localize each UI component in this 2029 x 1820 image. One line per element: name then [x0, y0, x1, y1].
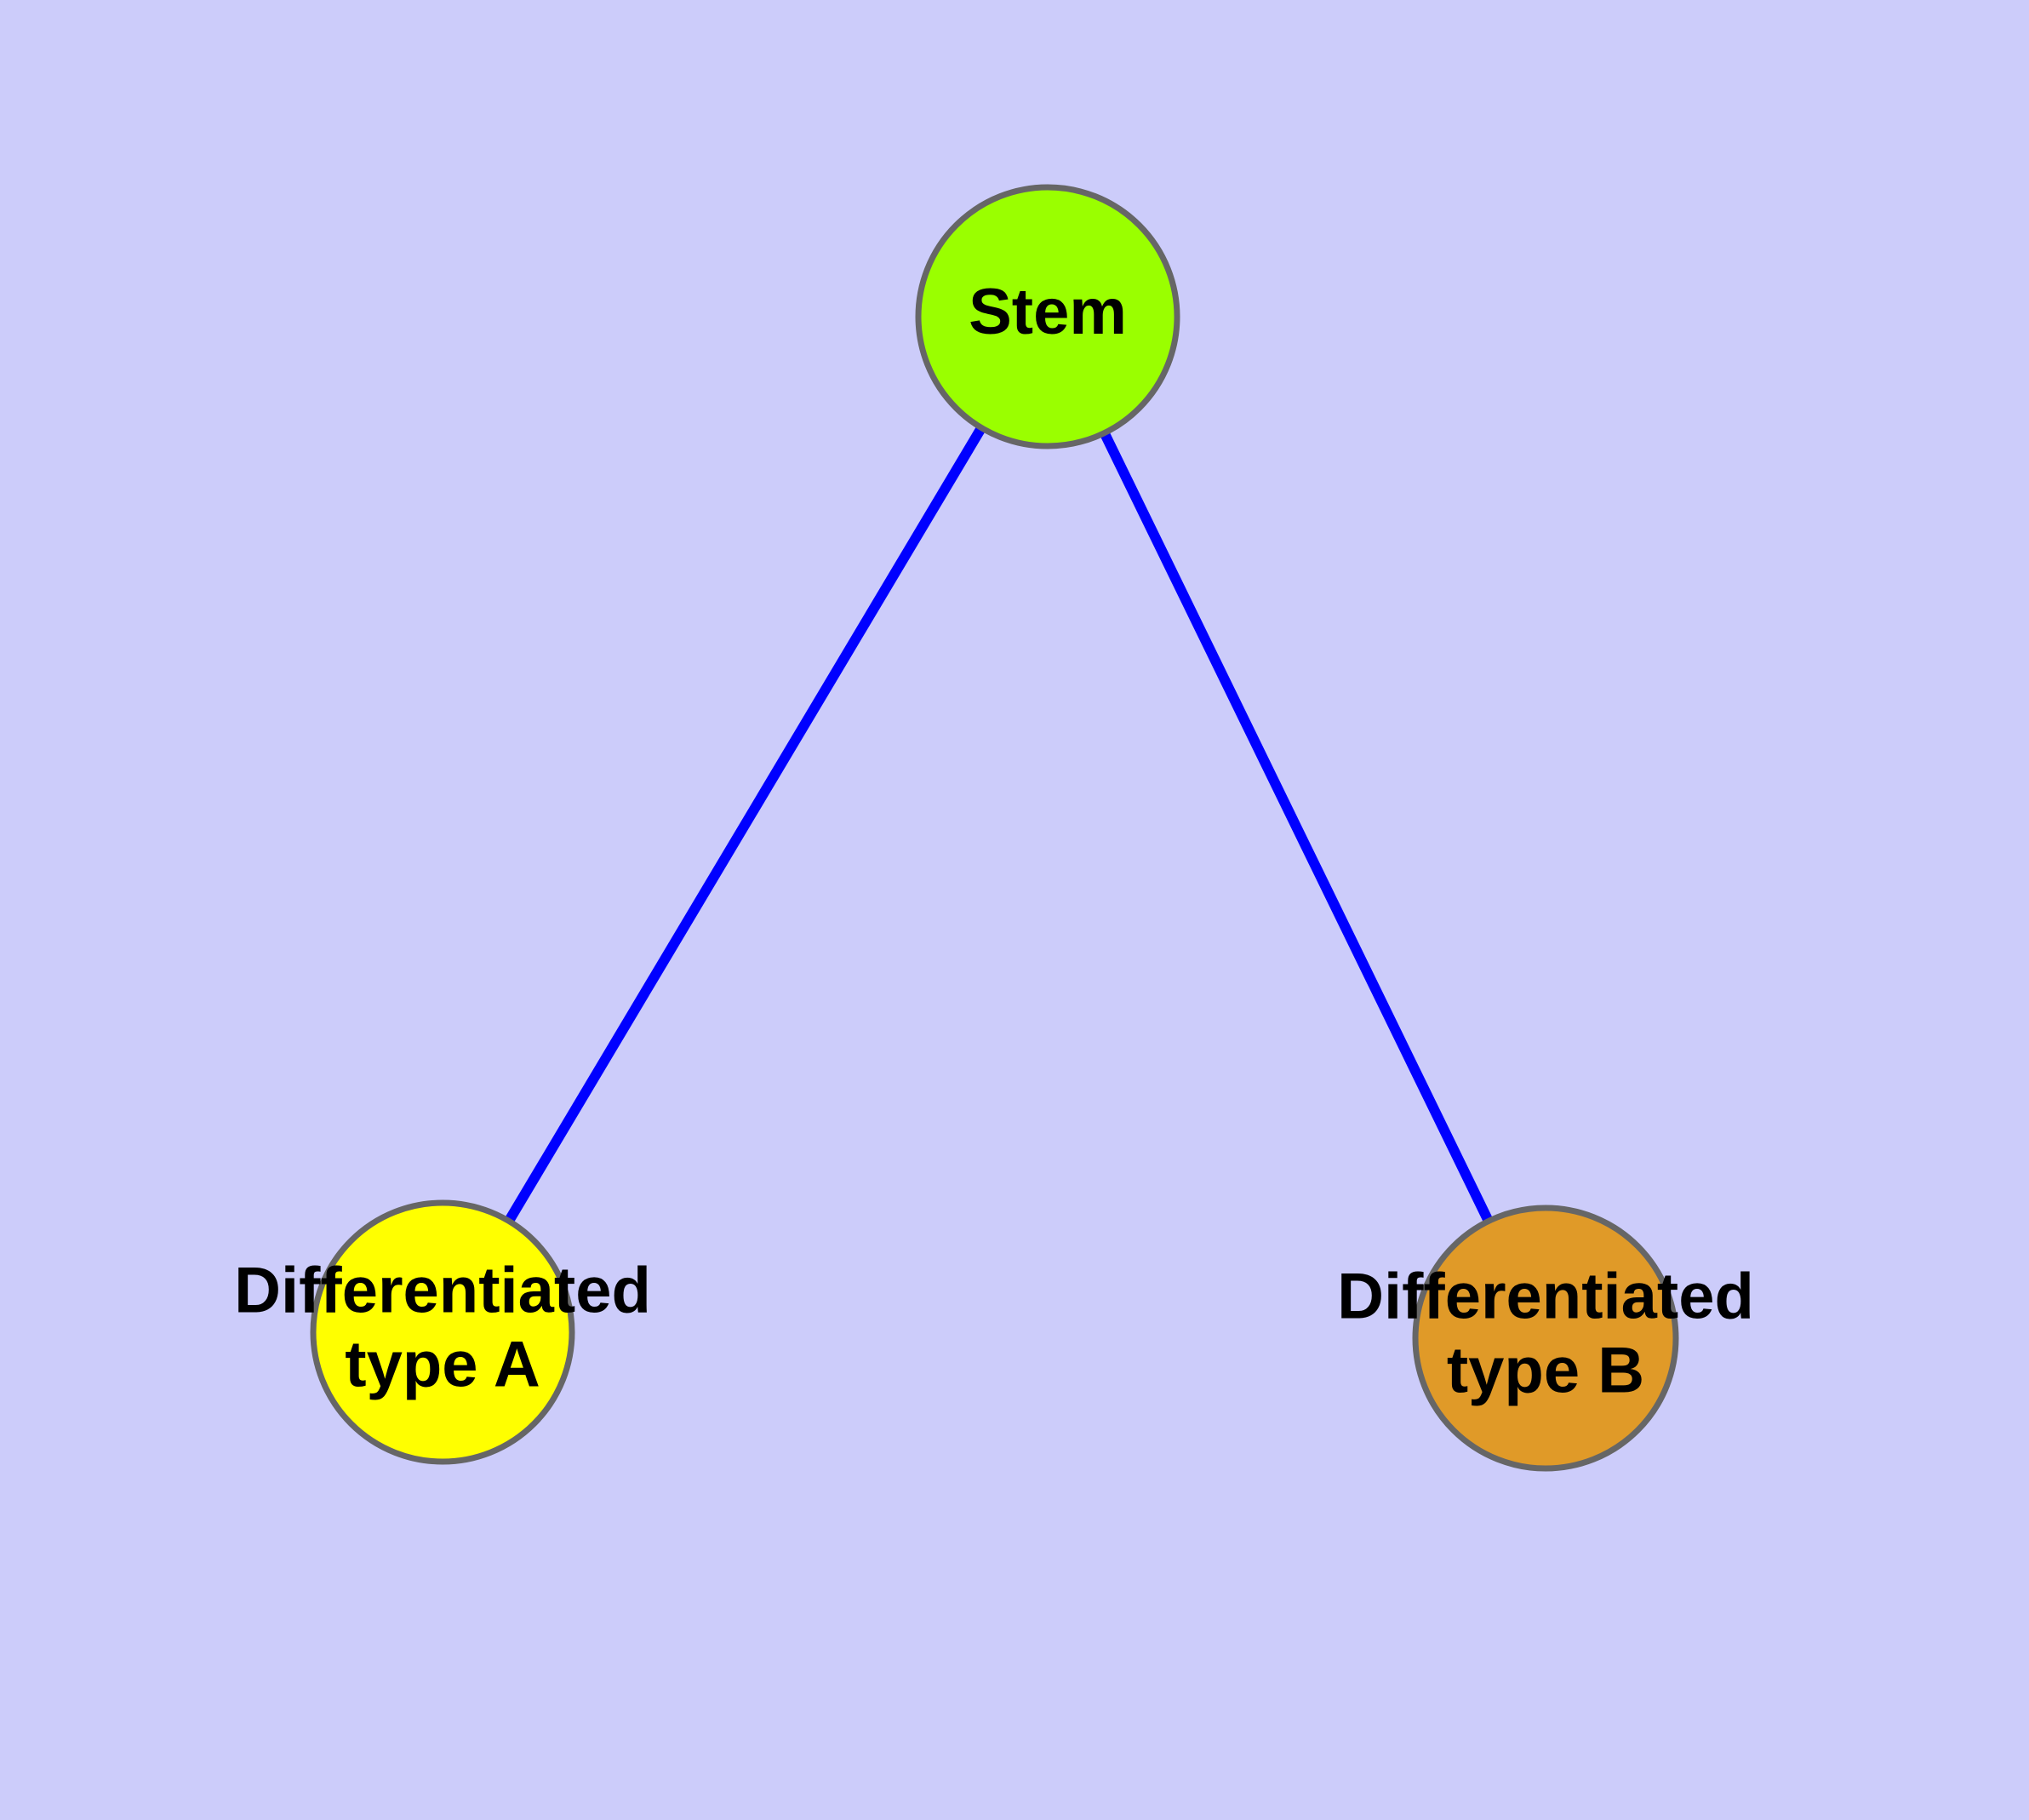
node-circle-diff_a[interactable]	[310, 1199, 575, 1465]
node-label-line: Stem	[969, 276, 1127, 348]
node-stem[interactable]: Stem	[915, 184, 1180, 449]
edge-stem-a[interactable]	[502, 422, 988, 1227]
edge-layer	[502, 422, 1495, 1227]
edge-stem-b[interactable]	[1098, 427, 1495, 1227]
node-label-line: Differentiated	[234, 1254, 651, 1326]
node-label-line: type A	[345, 1329, 540, 1401]
node-label-stem: Stem	[969, 276, 1127, 348]
node-circle-diff_b[interactable]	[1412, 1205, 1679, 1472]
node-label-line: Differentiated	[1337, 1260, 1754, 1332]
node-label-line: type B	[1447, 1335, 1644, 1407]
node-circle-stem[interactable]	[915, 184, 1180, 449]
